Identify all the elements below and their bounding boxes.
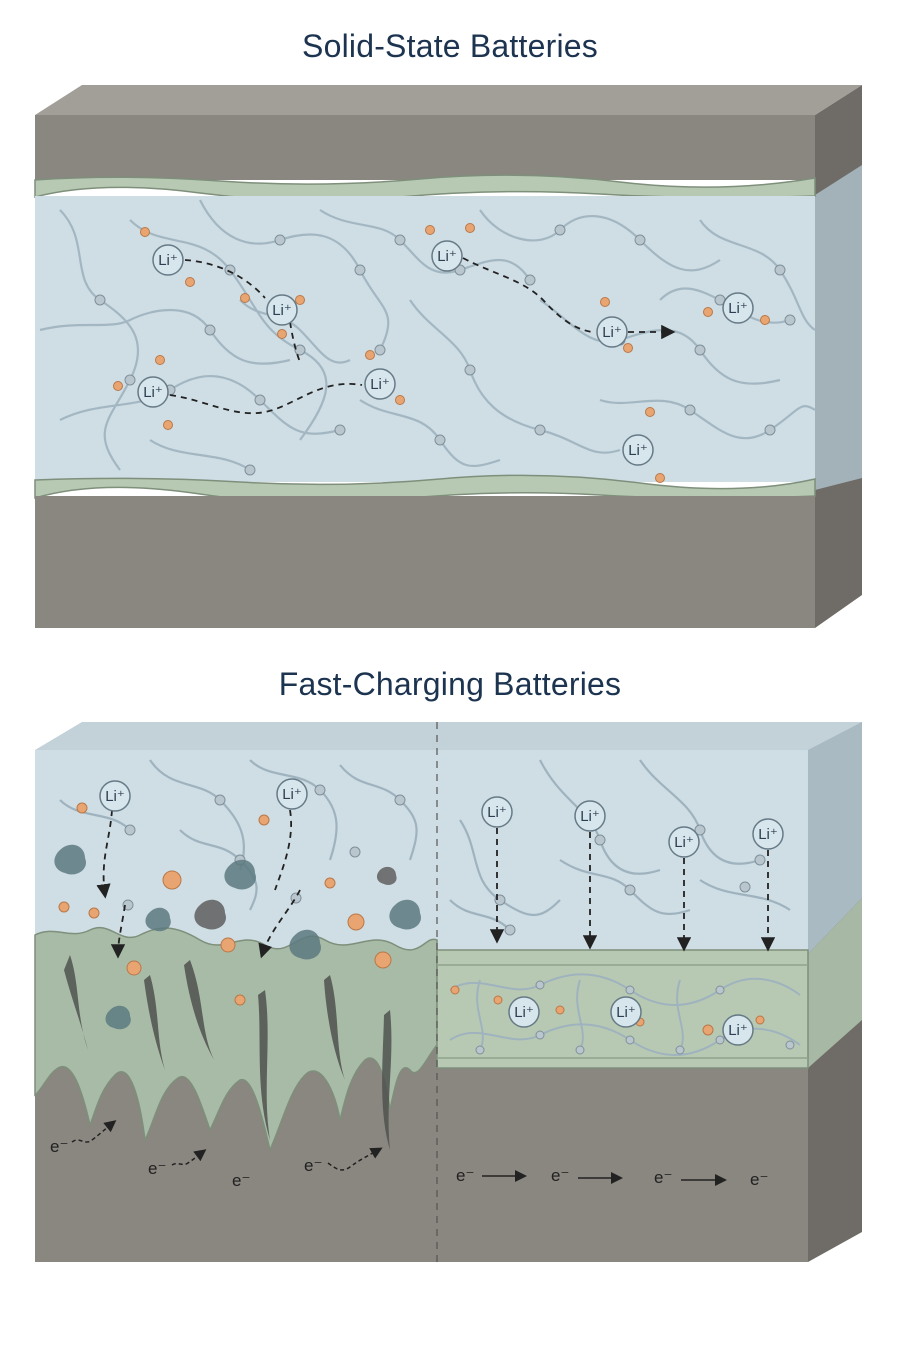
ion-transport-paths xyxy=(96,809,301,959)
electron-label: e⁻ xyxy=(304,1156,322,1175)
anion-atoms xyxy=(113,223,770,483)
ion-label: Li⁺ xyxy=(580,808,600,825)
lithium-ion-icon: Li⁺ xyxy=(668,826,700,858)
electrolyte-side-face xyxy=(808,722,862,954)
lithium-ion-icon: Li⁺ xyxy=(481,796,513,828)
ion-label: Li⁺ xyxy=(487,804,507,821)
block-top-face xyxy=(35,722,862,750)
arrow-icon xyxy=(171,1149,207,1166)
block-top-face xyxy=(35,85,862,115)
ion-label: Li⁺ xyxy=(616,1004,636,1021)
lithium-ion-icon: Li⁺ xyxy=(596,316,628,348)
electron-label: e⁻ xyxy=(551,1166,569,1185)
electron-label: e⁻ xyxy=(148,1159,166,1178)
lithium-ion-icon: Li⁺ xyxy=(137,376,169,408)
fast-charging-title: Fast-Charging Batteries xyxy=(278,666,622,702)
solid-electrolyte xyxy=(35,196,815,482)
debris-clusters xyxy=(54,844,421,1030)
polymer-nodes xyxy=(475,980,795,1055)
lithium-ion-icon: Li⁺ xyxy=(508,996,540,1028)
interphase-side-face xyxy=(808,898,862,1068)
electron-icon: e⁻ xyxy=(304,1156,322,1175)
ion-label: Li⁺ xyxy=(272,302,292,319)
electron-label: e⁻ xyxy=(50,1137,68,1156)
electron-icon: e⁻ xyxy=(750,1170,768,1189)
lithium-ion-icon: Li⁺ xyxy=(364,368,396,400)
ion-label: Li⁺ xyxy=(628,442,648,459)
electron-icon: e⁻ xyxy=(148,1159,166,1178)
electron-icon: e⁻ xyxy=(50,1137,68,1156)
solid-state-block: Li⁺ Li⁺ Li⁺ Li⁺ Li⁺ Li⁺ xyxy=(34,85,862,628)
lithium-ion-icon: Li⁺ xyxy=(722,292,754,324)
lithium-ion-icon: Li⁺ xyxy=(431,240,463,272)
solid-state-title: Solid-State Batteries xyxy=(302,28,598,64)
ion-label: Li⁺ xyxy=(728,1022,748,1039)
polymer-nodes xyxy=(122,784,406,911)
ion-label: Li⁺ xyxy=(143,384,163,401)
ion-label: Li⁺ xyxy=(105,788,125,805)
anion-atoms xyxy=(58,802,392,1006)
lithium-ion-icon: Li⁺ xyxy=(266,294,298,326)
electron-icon: e⁻ xyxy=(456,1166,474,1185)
ion-label: Li⁺ xyxy=(514,1004,534,1021)
electron-label: e⁻ xyxy=(750,1170,768,1189)
lithium-ion-icon: Li⁺ xyxy=(610,996,642,1028)
lithium-ion-icon: Li⁺ xyxy=(622,434,654,466)
ion-label: Li⁺ xyxy=(602,324,622,341)
polymer-nodes xyxy=(494,824,766,936)
lithium-ion-icon: Li⁺ xyxy=(152,244,184,276)
fast-charging-block: Li⁺ Li⁺ xyxy=(34,722,862,1262)
lithium-ion-icon: Li⁺ xyxy=(752,818,784,850)
lithium-ion-icon: Li⁺ xyxy=(276,778,308,810)
electron-icon: e⁻ xyxy=(654,1168,672,1187)
dendrite-icon xyxy=(34,927,438,1153)
arrow-icon xyxy=(327,1147,383,1171)
ion-label: Li⁺ xyxy=(437,248,457,265)
ion-vertical-arrows xyxy=(489,828,776,952)
electron-label: e⁻ xyxy=(456,1166,474,1185)
upper-electrode xyxy=(35,115,815,180)
arrow-icon xyxy=(71,1120,117,1143)
electron-label: e⁻ xyxy=(232,1171,250,1190)
electron-icon: e⁻ xyxy=(551,1166,569,1185)
lithium-ion-icon: Li⁺ xyxy=(99,780,131,812)
electron-icon: e⁻ xyxy=(232,1171,250,1190)
lithium-ion-icon: Li⁺ xyxy=(574,800,606,832)
ion-label: Li⁺ xyxy=(282,786,302,803)
ion-label: Li⁺ xyxy=(370,376,390,393)
ion-transport-paths xyxy=(169,257,676,415)
right-electrode xyxy=(437,1068,808,1262)
lower-electrode xyxy=(35,496,815,628)
ion-label: Li⁺ xyxy=(728,300,748,317)
ion-label: Li⁺ xyxy=(674,834,694,851)
dendrite-cracks xyxy=(64,955,392,1150)
ion-label: Li⁺ xyxy=(758,826,778,843)
lithium-ion-icon: Li⁺ xyxy=(722,1014,754,1046)
electrolyte-side-face xyxy=(815,165,862,490)
ion-label: Li⁺ xyxy=(158,252,178,269)
electron-label: e⁻ xyxy=(654,1168,672,1187)
